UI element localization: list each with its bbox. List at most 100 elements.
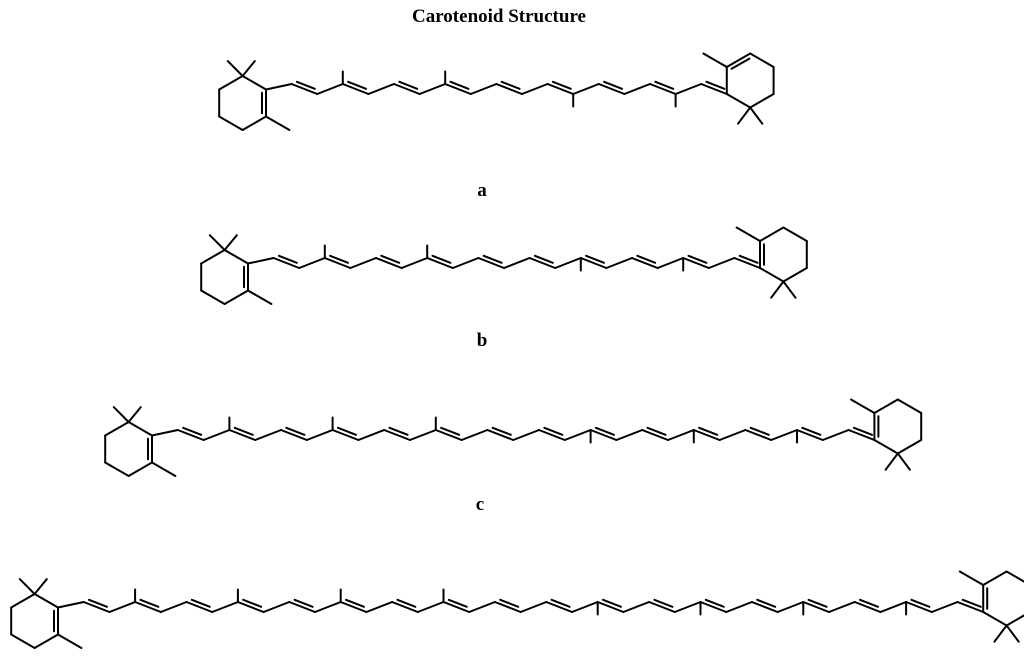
double-bond-line <box>961 598 982 608</box>
double-bond-line <box>653 598 674 608</box>
double-bond-line <box>956 601 985 613</box>
double-bond-line <box>486 429 515 441</box>
double-bond-line <box>491 426 512 436</box>
double-bond-line <box>648 601 676 613</box>
ring-bond <box>127 421 153 437</box>
chain-bond <box>503 257 531 269</box>
chain-bond <box>667 429 695 441</box>
chain-bond <box>416 601 445 613</box>
double-bond-line <box>585 254 605 264</box>
double-bond-line <box>551 80 572 90</box>
chain-bond <box>707 257 736 269</box>
double-bond-line <box>687 254 708 264</box>
ring-bond <box>223 289 249 305</box>
ring-bond <box>104 421 130 437</box>
chain-bond <box>519 601 548 613</box>
double-bond-line <box>589 429 618 441</box>
double-bond-line <box>236 601 265 613</box>
methyl-line <box>208 234 226 251</box>
chain-bond <box>265 83 293 91</box>
molecule-label-c: c <box>476 494 484 515</box>
double-bond-line <box>699 601 728 613</box>
double-bond-line <box>482 254 503 264</box>
chain-bond <box>254 429 282 441</box>
chain-bond <box>409 429 437 441</box>
chain-bond <box>211 601 239 613</box>
chain-bond <box>262 601 291 613</box>
methyl-line <box>850 398 876 414</box>
ring-bond <box>759 267 785 283</box>
double-bond-line <box>323 257 352 269</box>
double-bond-line <box>533 254 554 264</box>
double-bond-line <box>345 598 365 608</box>
ring-bond <box>33 593 59 609</box>
double-bond-line <box>750 601 779 613</box>
double-bond-line <box>500 80 521 90</box>
double-bond-line <box>329 254 349 264</box>
double-bond-line <box>859 598 879 608</box>
chain-bond <box>571 601 599 613</box>
double-bond-line <box>744 429 773 441</box>
double-bond-line <box>528 257 557 269</box>
ring-bond <box>104 461 130 477</box>
ring-bond <box>873 398 899 414</box>
methyl-line <box>782 280 797 299</box>
double-bond-line <box>631 257 659 269</box>
chain-bond <box>357 429 386 441</box>
double-bond-line <box>434 429 463 441</box>
double-bond-line <box>852 426 873 436</box>
methyl-line <box>33 578 48 595</box>
chain-bond <box>673 601 702 613</box>
chain-bond <box>930 601 959 613</box>
chain-bond <box>521 83 549 95</box>
double-bond-line <box>636 254 657 264</box>
double-bond-line <box>331 429 360 441</box>
double-bond-line <box>910 598 931 608</box>
double-bond-line <box>756 598 777 608</box>
double-bond-line <box>801 426 822 436</box>
double-bond-line <box>596 601 625 613</box>
ring-bond <box>782 226 808 242</box>
double-bond-line <box>543 426 564 436</box>
ring-bond <box>896 439 923 455</box>
chain-bond <box>151 429 179 437</box>
double-bond-line <box>293 598 314 608</box>
chain-bond <box>400 257 429 269</box>
double-bond-line <box>698 426 719 436</box>
ring-bond <box>33 633 59 649</box>
double-bond-line <box>336 426 357 436</box>
chain-bond <box>418 83 447 95</box>
chain-bond <box>656 257 685 269</box>
ring-bond <box>982 570 1008 586</box>
double-bond-line <box>802 601 830 613</box>
double-bond-line <box>847 429 876 441</box>
double-bond-line <box>597 83 626 95</box>
double-bond-line <box>449 80 470 90</box>
chain-bond <box>460 429 489 441</box>
methyl-line <box>896 452 911 471</box>
double-bond-line <box>431 254 452 264</box>
double-bond-line <box>88 598 108 608</box>
molecule-b <box>200 226 808 305</box>
ring-bond <box>873 439 899 455</box>
double-bond-line <box>339 601 368 613</box>
ring-bond <box>1005 570 1024 583</box>
double-bond-line <box>692 429 721 441</box>
methyl-line <box>112 406 130 423</box>
methyl-line <box>884 452 899 471</box>
chain-bond <box>770 429 798 441</box>
double-bond-line <box>649 83 677 95</box>
double-bond-line <box>477 257 505 269</box>
chain-bond <box>314 601 342 613</box>
chain-bond <box>316 83 344 95</box>
double-bond-line <box>388 426 409 436</box>
double-bond-line <box>440 426 461 436</box>
chain-bond <box>468 601 496 613</box>
chain-bond <box>718 429 747 441</box>
double-bond-line <box>545 601 573 613</box>
chain-bond <box>725 601 753 613</box>
double-bond-line <box>550 598 571 608</box>
chain-bond <box>623 83 651 95</box>
double-bond-line <box>682 257 710 269</box>
